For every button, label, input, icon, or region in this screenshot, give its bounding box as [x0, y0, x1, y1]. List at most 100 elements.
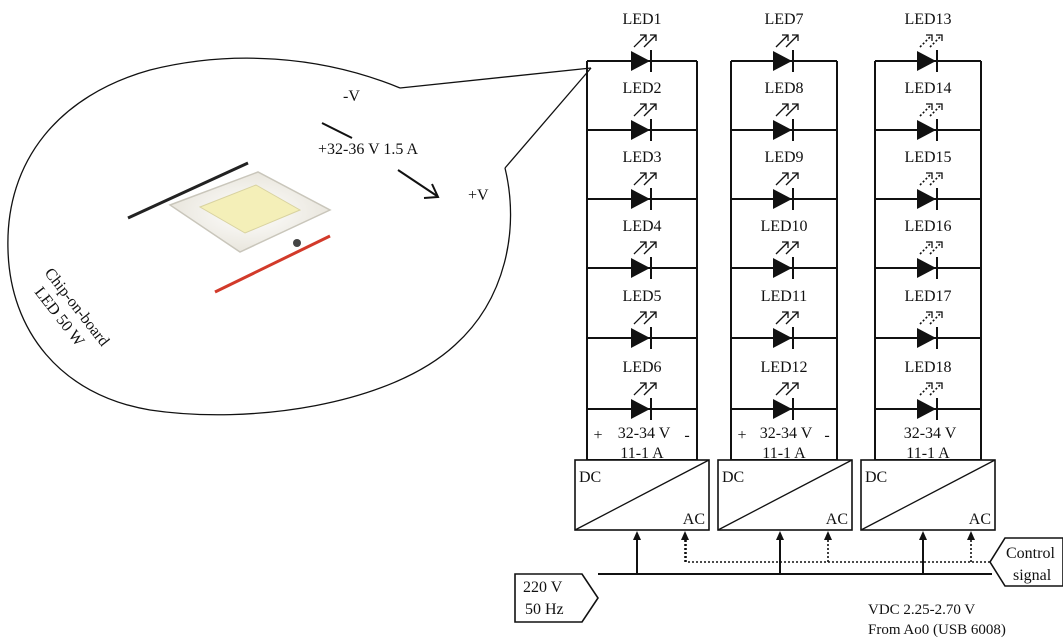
led-emission-arrow-head	[792, 382, 799, 389]
led-emission-arrow-head	[650, 382, 657, 389]
led-emission-arrow	[633, 103, 647, 117]
led-diode-symbol	[631, 399, 650, 419]
led-diode-symbol	[773, 399, 792, 419]
led-emission-arrow	[775, 172, 789, 186]
led-emission-arrow	[785, 382, 799, 396]
led-emission-arrow-head	[640, 311, 647, 318]
led-emission-arrow	[919, 172, 933, 186]
pos-voltage-label: +V	[468, 187, 489, 204]
led-emission-arrow	[643, 311, 657, 325]
callout-bubble: -V +32-36 V 1.5 A +V Chip-on-board LED 5…	[7, 57, 592, 416]
current-arrow-shaft	[397, 169, 438, 197]
led-diode-symbol	[631, 51, 650, 71]
led-emission-arrow	[785, 103, 799, 117]
led-diode-symbol	[773, 120, 792, 140]
led-label: LED13	[904, 11, 951, 28]
converter-dc-label: DC	[865, 469, 887, 486]
led-emission-arrow-head	[782, 382, 789, 389]
control-feed-arrowhead	[824, 531, 832, 540]
led-label: LED14	[904, 80, 951, 97]
led-diode-symbol	[773, 258, 792, 278]
led-diode-symbol	[917, 120, 936, 140]
led-emission-arrow	[785, 172, 799, 186]
led-emission-arrow-head	[926, 311, 933, 318]
current-label: +32-36 V 1.5 A	[318, 141, 418, 158]
led-diode-symbol	[917, 258, 936, 278]
current-arrow-tail	[321, 122, 353, 139]
led-emission-arrow-head	[640, 172, 647, 179]
mains-voltage: 220 V	[523, 579, 563, 596]
led-diode-symbol	[631, 258, 650, 278]
led-emission-arrow-head	[926, 34, 933, 41]
mains-input: 220 V 50 Hz	[514, 573, 992, 623]
current-arrow-head	[423, 183, 440, 199]
led-emission-arrow	[633, 382, 647, 396]
led-emission-arrow	[785, 241, 799, 255]
led-diode-symbol	[773, 51, 792, 71]
control-bus-line	[685, 538, 990, 563]
converter-ac-label: AC	[683, 511, 705, 528]
led-label: LED3	[622, 149, 661, 166]
led-emission-arrow	[919, 241, 933, 255]
led-emission-arrow	[643, 172, 657, 186]
string-voltage-label: 32-34 V	[904, 425, 957, 442]
led-emission-arrow	[633, 172, 647, 186]
converter-ac-label: AC	[826, 511, 848, 528]
led-emission-arrow	[929, 103, 943, 117]
led-emission-arrow	[633, 311, 647, 325]
led-label: LED4	[622, 218, 661, 235]
led-emission-arrow	[929, 172, 943, 186]
led-label: LED17	[904, 288, 951, 305]
mains-frequency: 50 Hz	[525, 601, 564, 618]
converter-diagonal	[860, 459, 996, 531]
led-emission-arrow-head	[926, 382, 933, 389]
led-diode-symbol	[917, 51, 936, 71]
led-label: LED1	[622, 11, 661, 28]
led-emission-arrow-head	[926, 103, 933, 110]
led-label: LED15	[904, 149, 951, 166]
led-emission-arrow	[919, 311, 933, 325]
led-emission-arrow-head	[650, 103, 657, 110]
led-diode-symbol	[917, 399, 936, 419]
led-emission-arrow-head	[792, 311, 799, 318]
control-signal-input: Control signal	[685, 537, 1063, 587]
converter-diagonal	[574, 459, 710, 531]
power-feed-arrowhead	[776, 531, 784, 540]
led-emission-arrow	[775, 382, 789, 396]
string-minus-sign: -	[684, 427, 689, 444]
led-emission-arrow-head	[782, 34, 789, 41]
led-emission-arrow-head	[640, 241, 647, 248]
led-emission-arrow-head	[936, 103, 943, 110]
led-label: LED6	[622, 359, 661, 376]
led-emission-arrow	[775, 103, 789, 117]
chip-on-board-image	[127, 161, 332, 294]
led-emission-arrow-head	[936, 241, 943, 248]
led-emission-arrow	[919, 34, 933, 48]
converter-dc-label: DC	[579, 469, 601, 486]
led-emission-arrow-head	[640, 34, 647, 41]
led-diode-symbol	[631, 120, 650, 140]
led-label: LED10	[760, 218, 807, 235]
led-diode-symbol	[631, 328, 650, 348]
led-emission-arrow-head	[926, 241, 933, 248]
led-emission-arrow	[775, 34, 789, 48]
control-signal-line2: signal	[1013, 567, 1052, 584]
led-emission-arrow	[785, 311, 799, 325]
control-feed-arrowhead	[967, 531, 975, 540]
led-label: LED16	[904, 218, 951, 235]
power-feed-arrowhead	[919, 531, 927, 540]
led-label: LED11	[761, 288, 808, 305]
led-label: LED2	[622, 80, 661, 97]
led-label: LED7	[764, 11, 803, 28]
led-diode-symbol	[631, 189, 650, 209]
led-emission-arrow-head	[650, 34, 657, 41]
led-emission-arrow	[633, 34, 647, 48]
led-emission-arrow-head	[782, 311, 789, 318]
chip-led-face	[198, 184, 302, 234]
led-emission-arrow-head	[782, 241, 789, 248]
footnote-line1: VDC 2.25-2.70 V	[868, 602, 975, 618]
led-emission-arrow	[919, 103, 933, 117]
